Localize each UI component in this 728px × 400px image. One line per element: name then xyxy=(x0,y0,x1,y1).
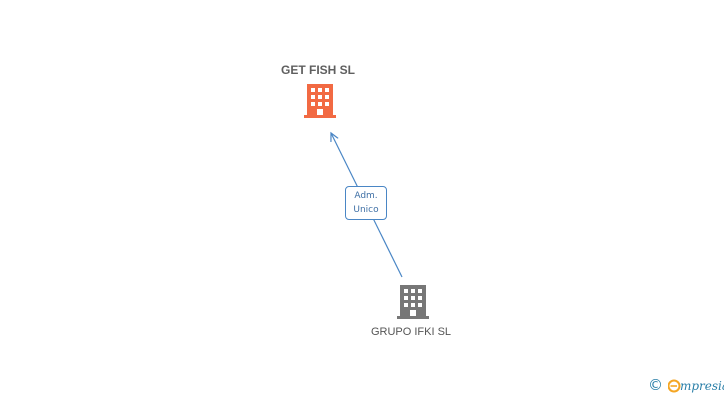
copyright-icon: © xyxy=(648,376,663,394)
role-line-1: Adm. xyxy=(354,191,378,201)
building-icon[interactable] xyxy=(397,285,429,319)
building-icon[interactable] xyxy=(304,84,336,118)
empresia-logo: mpresia xyxy=(668,379,724,393)
source-company-name[interactable]: GRUPO IFKI SL xyxy=(370,326,452,338)
brand-watermark: © mpresia xyxy=(648,375,724,395)
svg-text:mpresia: mpresia xyxy=(680,379,724,393)
relationship-role-label: Adm. Unico xyxy=(345,186,387,220)
role-line-2: Unico xyxy=(353,205,379,215)
target-company-name[interactable]: GET FISH SL xyxy=(280,63,355,77)
